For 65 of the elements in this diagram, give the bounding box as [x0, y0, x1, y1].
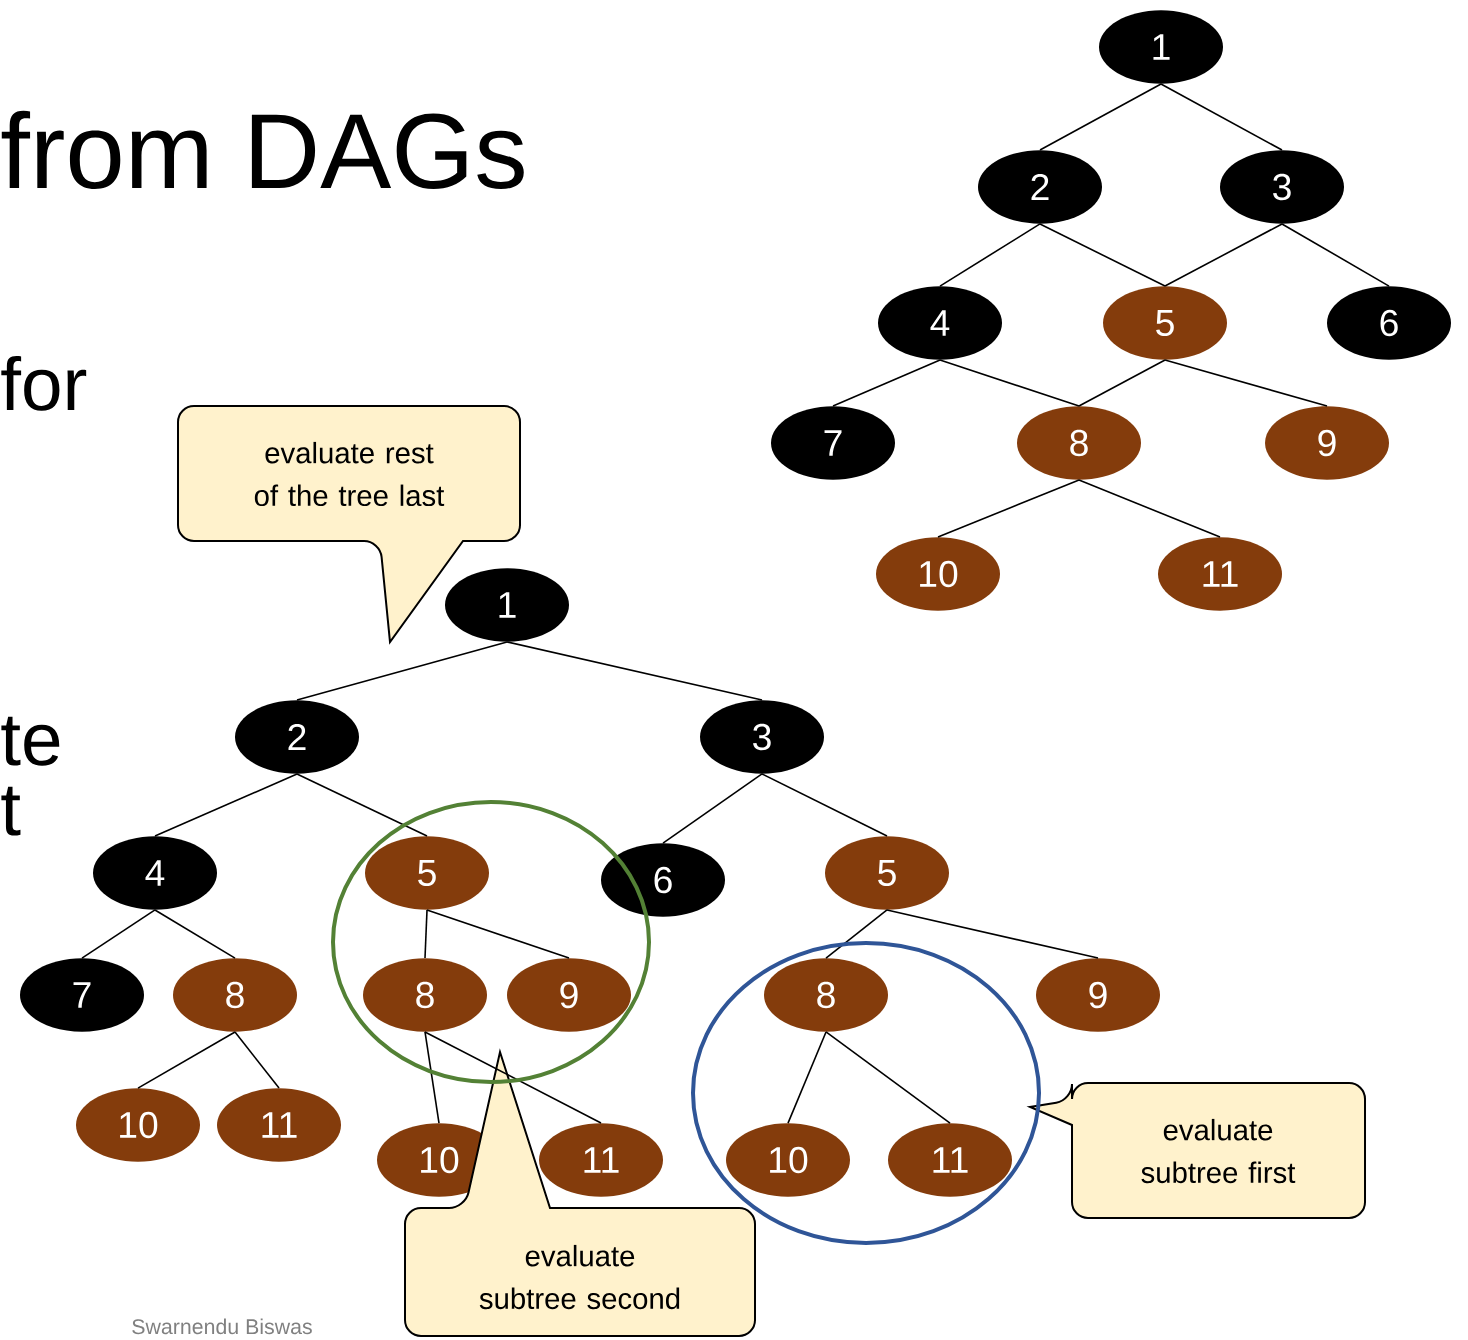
tree-edge: [1039, 83, 1162, 151]
tree-edge: [296, 773, 428, 837]
tree-node: 3: [700, 700, 824, 774]
tree-node: 1: [445, 568, 569, 642]
tree-edge: [825, 909, 888, 959]
tree-edge: [825, 1031, 951, 1124]
tree-edge: [296, 641, 508, 701]
tree-edge: [424, 1031, 440, 1124]
tree-node: 10: [876, 537, 1000, 611]
tree-node: 8: [764, 958, 888, 1032]
tree-node: 11: [888, 1123, 1012, 1197]
tree-edge: [137, 1031, 236, 1089]
tree-edge: [939, 359, 1080, 407]
tree-edge: [832, 359, 941, 407]
tree-edge: [1160, 83, 1283, 151]
tree-edge: [1281, 223, 1390, 287]
tree-edge: [234, 1031, 280, 1089]
tree-node: 3: [1220, 150, 1344, 224]
tree-node: 7: [20, 958, 144, 1032]
tree-node: 6: [1327, 286, 1451, 360]
tree-edge: [886, 909, 1099, 959]
tree-edge: [1078, 479, 1221, 538]
tree-node: 8: [1017, 406, 1141, 480]
tree-edge: [424, 1031, 602, 1124]
tree-node: 8: [363, 958, 487, 1032]
tree-node: 11: [1158, 537, 1282, 611]
tree-node: 9: [1036, 958, 1160, 1032]
tree-edge: [81, 909, 156, 959]
title: from DAGs: [1, 110, 524, 190]
tree-node: 9: [507, 958, 631, 1032]
tree-node: 5: [365, 836, 489, 910]
tree-node: 5: [825, 836, 949, 910]
tree-edge: [426, 909, 570, 959]
tree-node: 7: [771, 406, 895, 480]
tree-edge: [937, 479, 1080, 538]
tree-node: 10: [76, 1088, 200, 1162]
tree-node: 11: [539, 1123, 663, 1197]
tree-edge: [1078, 359, 1166, 407]
tree-edge: [787, 1031, 827, 1124]
tree-node: 11: [217, 1088, 341, 1162]
tree-node: 6: [601, 843, 725, 917]
tree-edge: [1039, 223, 1166, 287]
tree-node: 2: [235, 700, 359, 774]
tree-edge: [761, 773, 888, 837]
tree-node: 9: [1265, 406, 1389, 480]
tree-edge: [424, 909, 428, 959]
tree-edge: [939, 223, 1041, 287]
tree-node: 8: [173, 958, 297, 1032]
tree-edge: [1164, 359, 1328, 407]
tree-node: 4: [878, 286, 1002, 360]
text-fragment: t: [1, 786, 21, 836]
tree-node: 1: [1099, 10, 1223, 84]
text-fragment: for: [1, 355, 87, 411]
tree-node: 10: [726, 1123, 850, 1197]
footer-text: Swarnendu Biswas: [132, 1318, 312, 1335]
tree-node: 2: [978, 150, 1102, 224]
tree-edge: [506, 641, 763, 701]
callout-box: evaluate subtree first: [1029, 1082, 1366, 1219]
tree-edge: [154, 909, 236, 959]
tree-edge: [154, 773, 298, 837]
tree-edge: [662, 773, 763, 844]
tree-node: 4: [93, 836, 217, 910]
text-fragment: te: [1, 716, 60, 766]
tree-edge: [1164, 223, 1283, 287]
tree-node: 5: [1103, 286, 1227, 360]
